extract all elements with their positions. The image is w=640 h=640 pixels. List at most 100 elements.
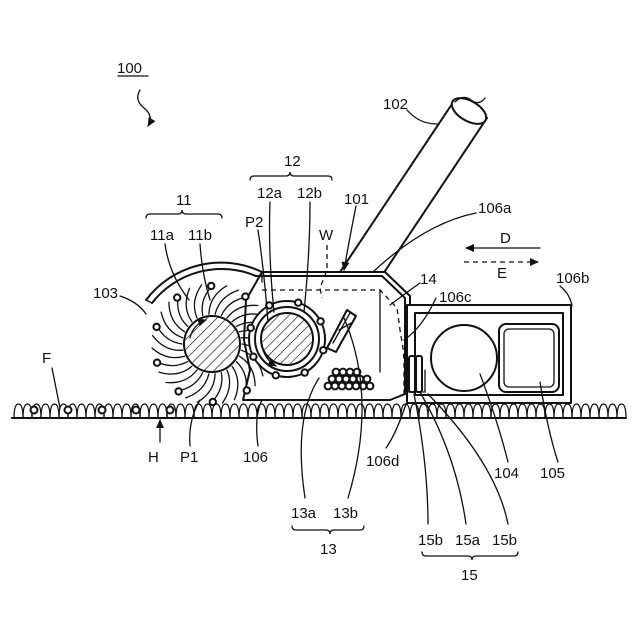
carpet-loop xyxy=(563,404,572,418)
bristle-tip xyxy=(210,399,216,405)
roller-dot xyxy=(302,369,308,375)
label-sensor-group: 15 xyxy=(461,567,478,584)
label-sensor-a: 15a xyxy=(455,532,481,549)
roller-dot xyxy=(248,325,254,331)
label-device: 100 xyxy=(117,60,142,77)
carpet-loop xyxy=(284,404,293,418)
bristle-tip xyxy=(174,294,180,300)
carpet-loop xyxy=(248,404,257,418)
label-chamber: 14 xyxy=(420,271,437,288)
bristle-tip xyxy=(154,360,160,366)
label-body-upper: 106a xyxy=(478,200,512,217)
carpet-fiber xyxy=(133,407,140,414)
label-roller-group: 12 xyxy=(284,153,301,170)
carpet-loop xyxy=(320,404,329,418)
bristle xyxy=(169,302,185,332)
carpet-loop xyxy=(122,404,131,418)
label-direction-d: D xyxy=(500,230,511,247)
label-brush-group: 11 xyxy=(176,192,192,209)
carpet-loop xyxy=(383,404,392,418)
label-waste: W xyxy=(319,227,334,244)
floor-surface xyxy=(12,404,626,418)
carpet-loop xyxy=(581,404,590,418)
bristle xyxy=(159,366,192,374)
carpet-loop xyxy=(14,404,23,418)
debris-ball xyxy=(353,383,360,390)
carpet-loop xyxy=(356,404,365,418)
label-floor: F xyxy=(42,350,51,367)
bristle xyxy=(152,348,185,358)
label-blade-a: 13a xyxy=(291,505,317,522)
carpet-loop xyxy=(455,404,464,418)
carpet-loop xyxy=(86,404,95,418)
bristle xyxy=(186,288,192,321)
carpet-loop xyxy=(572,404,581,418)
carpet-fiber xyxy=(99,407,106,414)
roller-dot xyxy=(295,300,301,306)
label-blade-b: 13b xyxy=(333,505,358,522)
roller-dot xyxy=(250,354,256,360)
carpet-loop xyxy=(482,404,491,418)
debris-ball xyxy=(332,383,339,390)
handle xyxy=(340,93,490,286)
bristle-tip xyxy=(175,388,181,394)
debris-ball xyxy=(329,376,336,383)
carpet-loop xyxy=(338,404,347,418)
carpet-loop xyxy=(176,404,185,418)
label-sensor-b-left: 15b xyxy=(418,532,443,549)
carpet-loop xyxy=(491,404,500,418)
rear-body xyxy=(407,305,571,403)
carpet-loop xyxy=(392,404,401,418)
label-roller-b: 12b xyxy=(297,185,322,202)
carpet-loop xyxy=(203,404,212,418)
carpet-loop xyxy=(617,404,626,418)
carpet-pile xyxy=(14,404,626,418)
bristle-tip xyxy=(244,387,250,393)
carpet-loop xyxy=(554,404,563,418)
carpet-loop xyxy=(239,404,248,418)
sensor-15a xyxy=(409,356,415,392)
label-handle: 102 xyxy=(383,96,408,113)
debris-ball xyxy=(340,369,347,376)
label-body-inner: 106c xyxy=(439,289,472,306)
carpet-loop xyxy=(347,404,356,418)
carpet-loop xyxy=(509,404,518,418)
carpet-loop xyxy=(293,404,302,418)
roller-dot xyxy=(317,318,323,324)
carpet-loop xyxy=(221,404,230,418)
carpet-loop xyxy=(473,404,482,418)
label-point1: P1 xyxy=(180,449,198,466)
label-roller-a: 12a xyxy=(257,185,283,202)
carpet-loop xyxy=(329,404,338,418)
carpet-loop xyxy=(518,404,527,418)
label-blade-group: 13 xyxy=(320,541,337,558)
label-battery: 105 xyxy=(540,465,565,482)
carpet-loop xyxy=(50,404,59,418)
label-body-bottom: 106d xyxy=(366,453,399,470)
debris-ball xyxy=(336,376,343,383)
bristle-tip xyxy=(208,283,214,289)
label-cover: 103 xyxy=(93,285,118,302)
carpet-loop xyxy=(149,404,158,418)
label-height: H xyxy=(148,449,159,466)
carpet-loop xyxy=(266,404,275,418)
carpet-loop xyxy=(194,404,203,418)
carpet-loop xyxy=(311,404,320,418)
carpet-loop xyxy=(500,404,509,418)
debris-ball xyxy=(339,383,346,390)
label-body: 101 xyxy=(344,191,369,208)
debris-ball xyxy=(347,369,354,376)
carpet-loop xyxy=(599,404,608,418)
debris-ball xyxy=(343,376,350,383)
label-direction-e: E xyxy=(497,265,507,282)
carpet-loop xyxy=(113,404,122,418)
carpet-loop xyxy=(77,404,86,418)
carpet-fiber xyxy=(31,407,38,414)
label-body-rear: 106b xyxy=(556,270,589,287)
debris-ball xyxy=(333,369,340,376)
bristle xyxy=(232,366,238,399)
carpet-loop xyxy=(275,404,284,418)
debris-ball xyxy=(364,376,371,383)
carpet-loop xyxy=(365,404,374,418)
label-sensor-b-right: 15b xyxy=(492,532,517,549)
